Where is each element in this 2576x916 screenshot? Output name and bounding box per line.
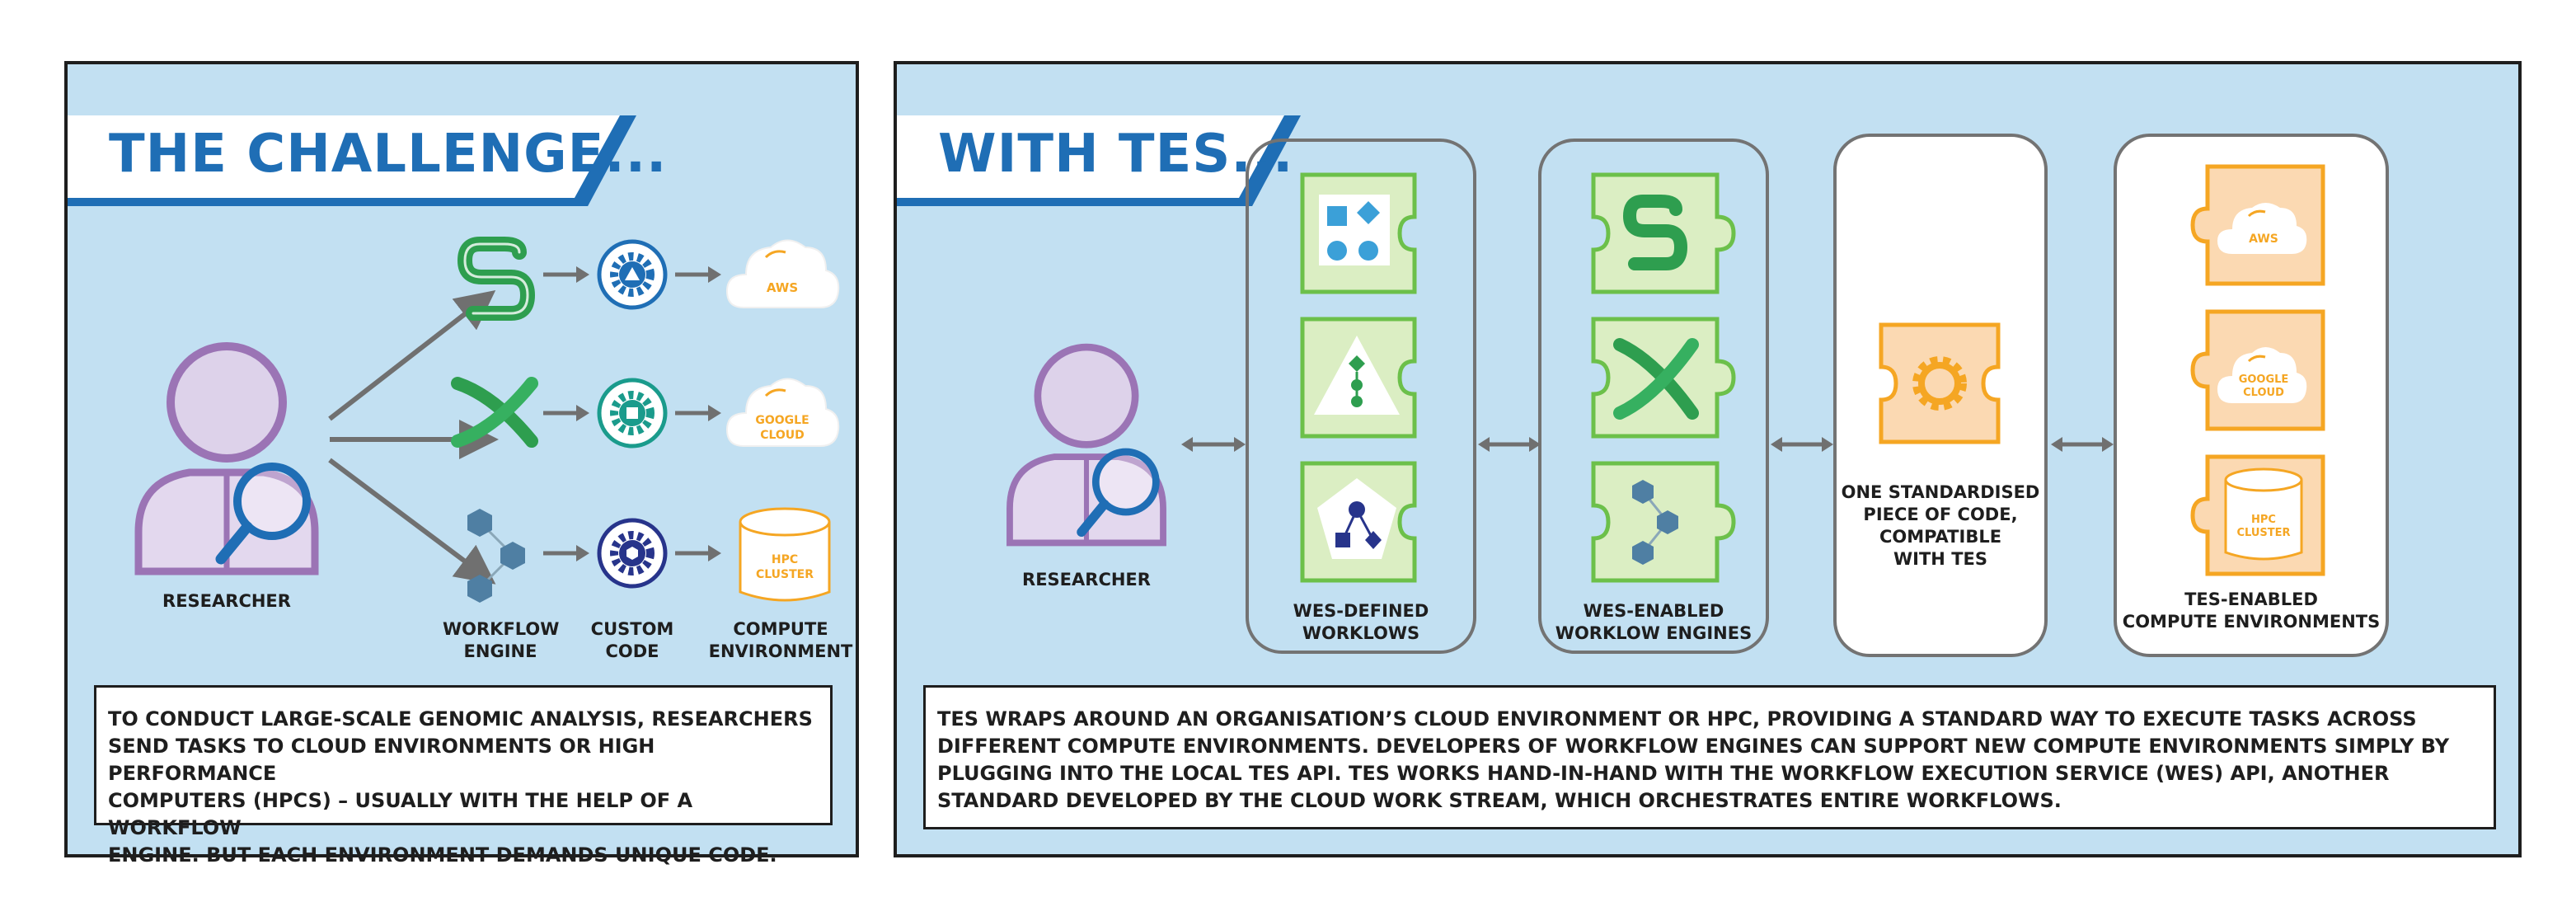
- workflow-puzzle-pentagon-icon: [1300, 461, 1417, 583]
- engine-puzzle-hexagon-icon: [1591, 461, 1736, 583]
- hexagon-engine-icon: [467, 509, 525, 603]
- with-tes-description: TES wraps around an organisation’s cloud…: [923, 685, 2496, 829]
- engine-puzzle-snake-icon: [1591, 172, 1736, 294]
- tes-google-label-2: CLOUD: [2243, 387, 2284, 399]
- researcher-icon: [134, 342, 319, 575]
- arrow-engine-gear-3: [543, 545, 589, 561]
- arrow-gear-env-3: [675, 545, 721, 561]
- tes-hpc-label-2: CLUSTER: [2236, 527, 2290, 539]
- researcher-icon: [1006, 343, 1166, 547]
- snake-workflow-icon: [457, 237, 536, 321]
- cross-workflow-icon: [451, 377, 538, 448]
- double-arrow-3: [1771, 437, 1833, 452]
- hpc-label-1: HPC: [772, 553, 798, 566]
- double-arrow-1: [1181, 437, 1246, 452]
- custom-code-gear-icon-aws: [597, 239, 668, 310]
- challenge-panel: THE CHALLENGE... RESEARCHER: [64, 61, 859, 867]
- engine-puzzle-cross-icon: [1591, 317, 1736, 439]
- workflow-puzzle-squares-icon: [1300, 172, 1417, 294]
- banner-ribbon: [897, 115, 1301, 206]
- workflow-engine-label: WORKFLOW ENGINE: [443, 619, 560, 661]
- challenge-title: THE CHALLENGE...: [109, 124, 668, 185]
- researcher-label: RESEARCHER: [1022, 570, 1151, 590]
- tes-enabled-label: TES-ENABLED COMPUTE ENVIRONMENTS: [2122, 590, 2381, 632]
- arrow-gear-env-1: [675, 266, 721, 283]
- wes-enabled-column: [1538, 139, 1769, 654]
- double-arrow-4: [2051, 437, 2114, 452]
- google-cloud-icon: GOOGLE CLOUD: [725, 378, 840, 447]
- double-arrow-2: [1478, 437, 1541, 452]
- with-tes-title: WITH TES...: [938, 124, 1294, 185]
- wes-defined-label: WES-DEFINED WORKLOWS: [1293, 601, 1429, 643]
- wes-defined-column: [1246, 139, 1476, 654]
- tes-google-puzzle-icon: GOOGLE CLOUD: [2190, 309, 2325, 431]
- tes-gear-puzzle-icon: [1879, 322, 2001, 444]
- custom-code-label: CUSTOM CODE: [590, 619, 674, 661]
- wes-enabled-label: WES-ENABLED WORKLOW ENGINES: [1555, 601, 1753, 643]
- custom-code-gear-icon-google: [597, 378, 668, 449]
- tes-google-label-1: GOOGLE: [2239, 373, 2289, 386]
- challenge-description: To conduct large-scale genomic analysis,…: [94, 685, 833, 867]
- custom-code-gear-icon-hpc: [597, 518, 668, 589]
- banner-ribbon: [68, 115, 636, 206]
- aws-cloud-icon: AWS: [725, 239, 840, 308]
- arrow-engine-gear-1: [543, 266, 589, 283]
- google-cloud-label-1: GOOGLE: [755, 414, 809, 427]
- tes-hpc-puzzle-icon: HPC CLUSTER: [2190, 454, 2325, 576]
- tes-hpc-label-1: HPC: [2251, 514, 2276, 526]
- workflow-puzzle-triangle-icon: [1300, 317, 1417, 439]
- arrow-gear-env-2: [675, 405, 721, 421]
- tes-aws-label: AWS: [2249, 233, 2278, 246]
- hpc-label-2: CLUSTER: [756, 568, 814, 581]
- researcher-label: RESEARCHER: [162, 591, 291, 611]
- with-tes-panel: WITH TES... RESEARCHER: [894, 61, 2522, 857]
- tes-aws-puzzle-icon: AWS: [2190, 164, 2325, 286]
- aws-cloud-label: AWS: [767, 280, 798, 295]
- google-cloud-label-2: CLOUD: [760, 429, 805, 442]
- arrow-engine-gear-2: [543, 405, 589, 421]
- hpc-cluster-icon: HPC CLUSTER: [739, 507, 831, 602]
- compute-environment-label: COMPUTE ENVIRONMENT: [708, 619, 853, 661]
- standard-code-label: ONE STANDARDISED PIECE OF CODE, COMPATIB…: [1841, 482, 2040, 569]
